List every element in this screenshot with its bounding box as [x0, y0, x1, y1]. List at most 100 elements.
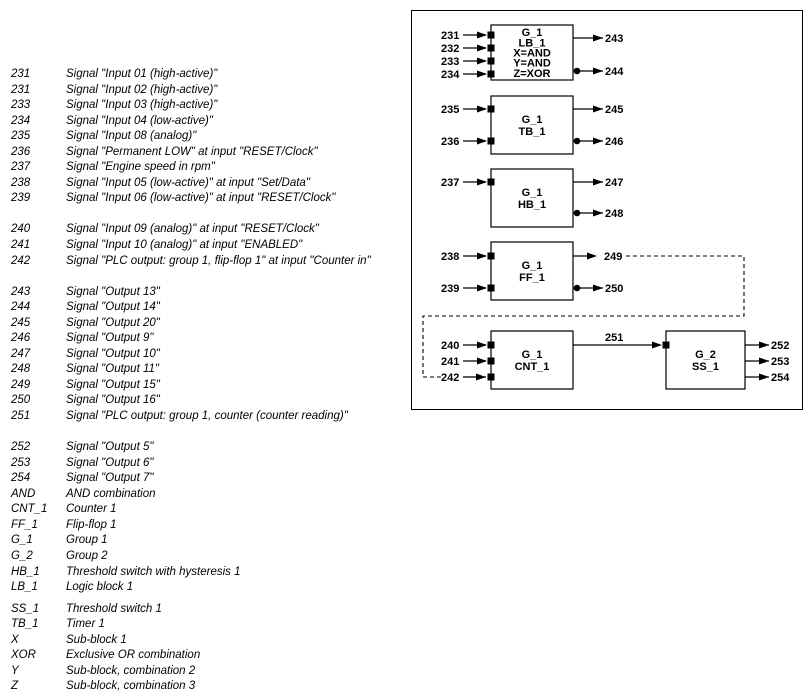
signal-label-233: 233: [441, 56, 459, 68]
legend-description: Flip-flop 1: [66, 518, 117, 531]
legend-term: G_1: [11, 534, 33, 547]
input-port: [487, 373, 495, 381]
signal-label-231: 231: [441, 30, 459, 42]
block-ss1: [665, 330, 746, 390]
link-arrow: [652, 341, 662, 349]
block-label: G_2: [695, 349, 716, 361]
output-dot: [573, 137, 581, 145]
legend-description: Signal "Output 13": [66, 285, 160, 298]
block-label: CNT_1: [515, 361, 550, 373]
legend-term: 234: [11, 114, 31, 127]
legend-term: AND: [11, 487, 36, 500]
signal-label-234: 234: [441, 69, 460, 81]
block-label: G_1: [522, 187, 543, 199]
legend-term: 239: [11, 192, 31, 205]
legend-term: 244: [11, 301, 31, 314]
legend-description: Signal "PLC output: group 1, flip-flop 1…: [66, 254, 371, 267]
legend-description: Sub-block, combination 2: [66, 664, 196, 677]
signal-label-237: 237: [441, 177, 459, 189]
legend-term: TB_1: [11, 618, 39, 631]
block-tb1: [490, 95, 574, 155]
output-arrow: [587, 252, 597, 260]
output-dot: [573, 284, 581, 292]
legend-term: 248: [11, 363, 31, 376]
legend-term: 246: [11, 332, 31, 345]
input-arrow: [477, 105, 487, 113]
input-port: [487, 178, 495, 186]
block-label: X=AND: [513, 48, 551, 60]
legend-term: X: [11, 633, 19, 646]
input-port: [487, 137, 495, 145]
legend-description: Signal "Output 11": [66, 363, 159, 376]
legend-term: 251: [11, 410, 31, 423]
signal-label-244: 244: [605, 66, 624, 78]
input-arrow: [477, 252, 487, 260]
input-port: [487, 57, 495, 65]
legend-description: Timer 1: [66, 618, 105, 631]
input-arrow: [477, 70, 487, 78]
input-arrow: [477, 341, 487, 349]
legend-term: 253: [11, 456, 31, 469]
signal-label-248: 248: [605, 208, 623, 220]
input-arrow: [477, 178, 487, 186]
legend-description: Group 2: [66, 549, 108, 562]
legend-term: 238: [11, 176, 31, 189]
legend-term: 237: [11, 161, 31, 174]
block-label: G_1: [522, 349, 543, 361]
legend-description: Group 1: [66, 534, 108, 547]
legend-term: 245: [11, 316, 31, 329]
legend-term: LB_1: [11, 581, 38, 594]
legend-term: 243: [11, 285, 31, 298]
input-port: [487, 44, 495, 52]
legend-term: HB_1: [11, 565, 40, 578]
output-arrow: [759, 373, 769, 381]
legend-description: Signal "Output 15": [66, 378, 160, 391]
legend-term: 252: [11, 441, 31, 454]
signal-label-251: 251: [605, 332, 623, 344]
legend-term: Y: [11, 664, 19, 677]
legend-description: Signal "Input 08 (analog)": [66, 130, 197, 143]
block-hb1: [490, 168, 574, 228]
signal-label-235: 235: [441, 104, 459, 116]
block-label: G_1: [522, 114, 543, 126]
legend-term: G_2: [11, 549, 33, 562]
input-port: [487, 341, 495, 349]
output-arrow: [593, 137, 603, 145]
input-arrow: [477, 284, 487, 292]
signal-label-232: 232: [441, 43, 459, 55]
signal-label-249: 249: [604, 251, 622, 263]
legend-term: 250: [11, 394, 31, 407]
signal-label-243: 243: [605, 33, 623, 45]
diagram-frame: [411, 10, 803, 410]
link-port: [662, 341, 670, 349]
legend-description: Signal "Input 02 (high-active)": [66, 83, 218, 96]
block-cnt1: [490, 330, 574, 390]
legend-description: Signal "Output 16": [66, 394, 160, 407]
block-label: FF_1: [519, 272, 545, 284]
output-arrow: [593, 105, 603, 113]
signal-label-245: 245: [605, 104, 623, 116]
input-port: [487, 105, 495, 113]
signal-label-252: 252: [771, 340, 789, 352]
legend-description: Threshold switch with hysteresis 1: [66, 565, 241, 578]
legend-description: Signal "Output 6": [66, 456, 154, 469]
legend-description: Signal "Output 14": [66, 301, 160, 314]
input-port: [487, 70, 495, 78]
input-arrow: [476, 373, 486, 381]
legend-term: 236: [11, 145, 31, 158]
legend-description: Signal "Output 10": [66, 347, 160, 360]
legend-description: AND combination: [66, 487, 156, 500]
legend-description: Signal "Input 03 (high-active)": [66, 99, 218, 112]
legend-description: Signal "Output 20": [66, 316, 160, 329]
legend-term: FF_1: [11, 518, 38, 531]
block-label: G_1: [522, 260, 543, 272]
feedback-dashed-line: [422, 255, 745, 378]
signal-label-236: 236: [441, 136, 459, 148]
legend-term: CNT_1: [11, 503, 48, 516]
legend-description: Signal "Input 01 (high-active)": [66, 68, 218, 80]
output-arrow: [593, 284, 603, 292]
legend-description: Counter 1: [66, 503, 117, 516]
output-arrow: [593, 67, 603, 75]
legend-term: Z: [11, 680, 19, 693]
legend-description: Signal "PLC output: group 1, counter (co…: [66, 410, 348, 423]
